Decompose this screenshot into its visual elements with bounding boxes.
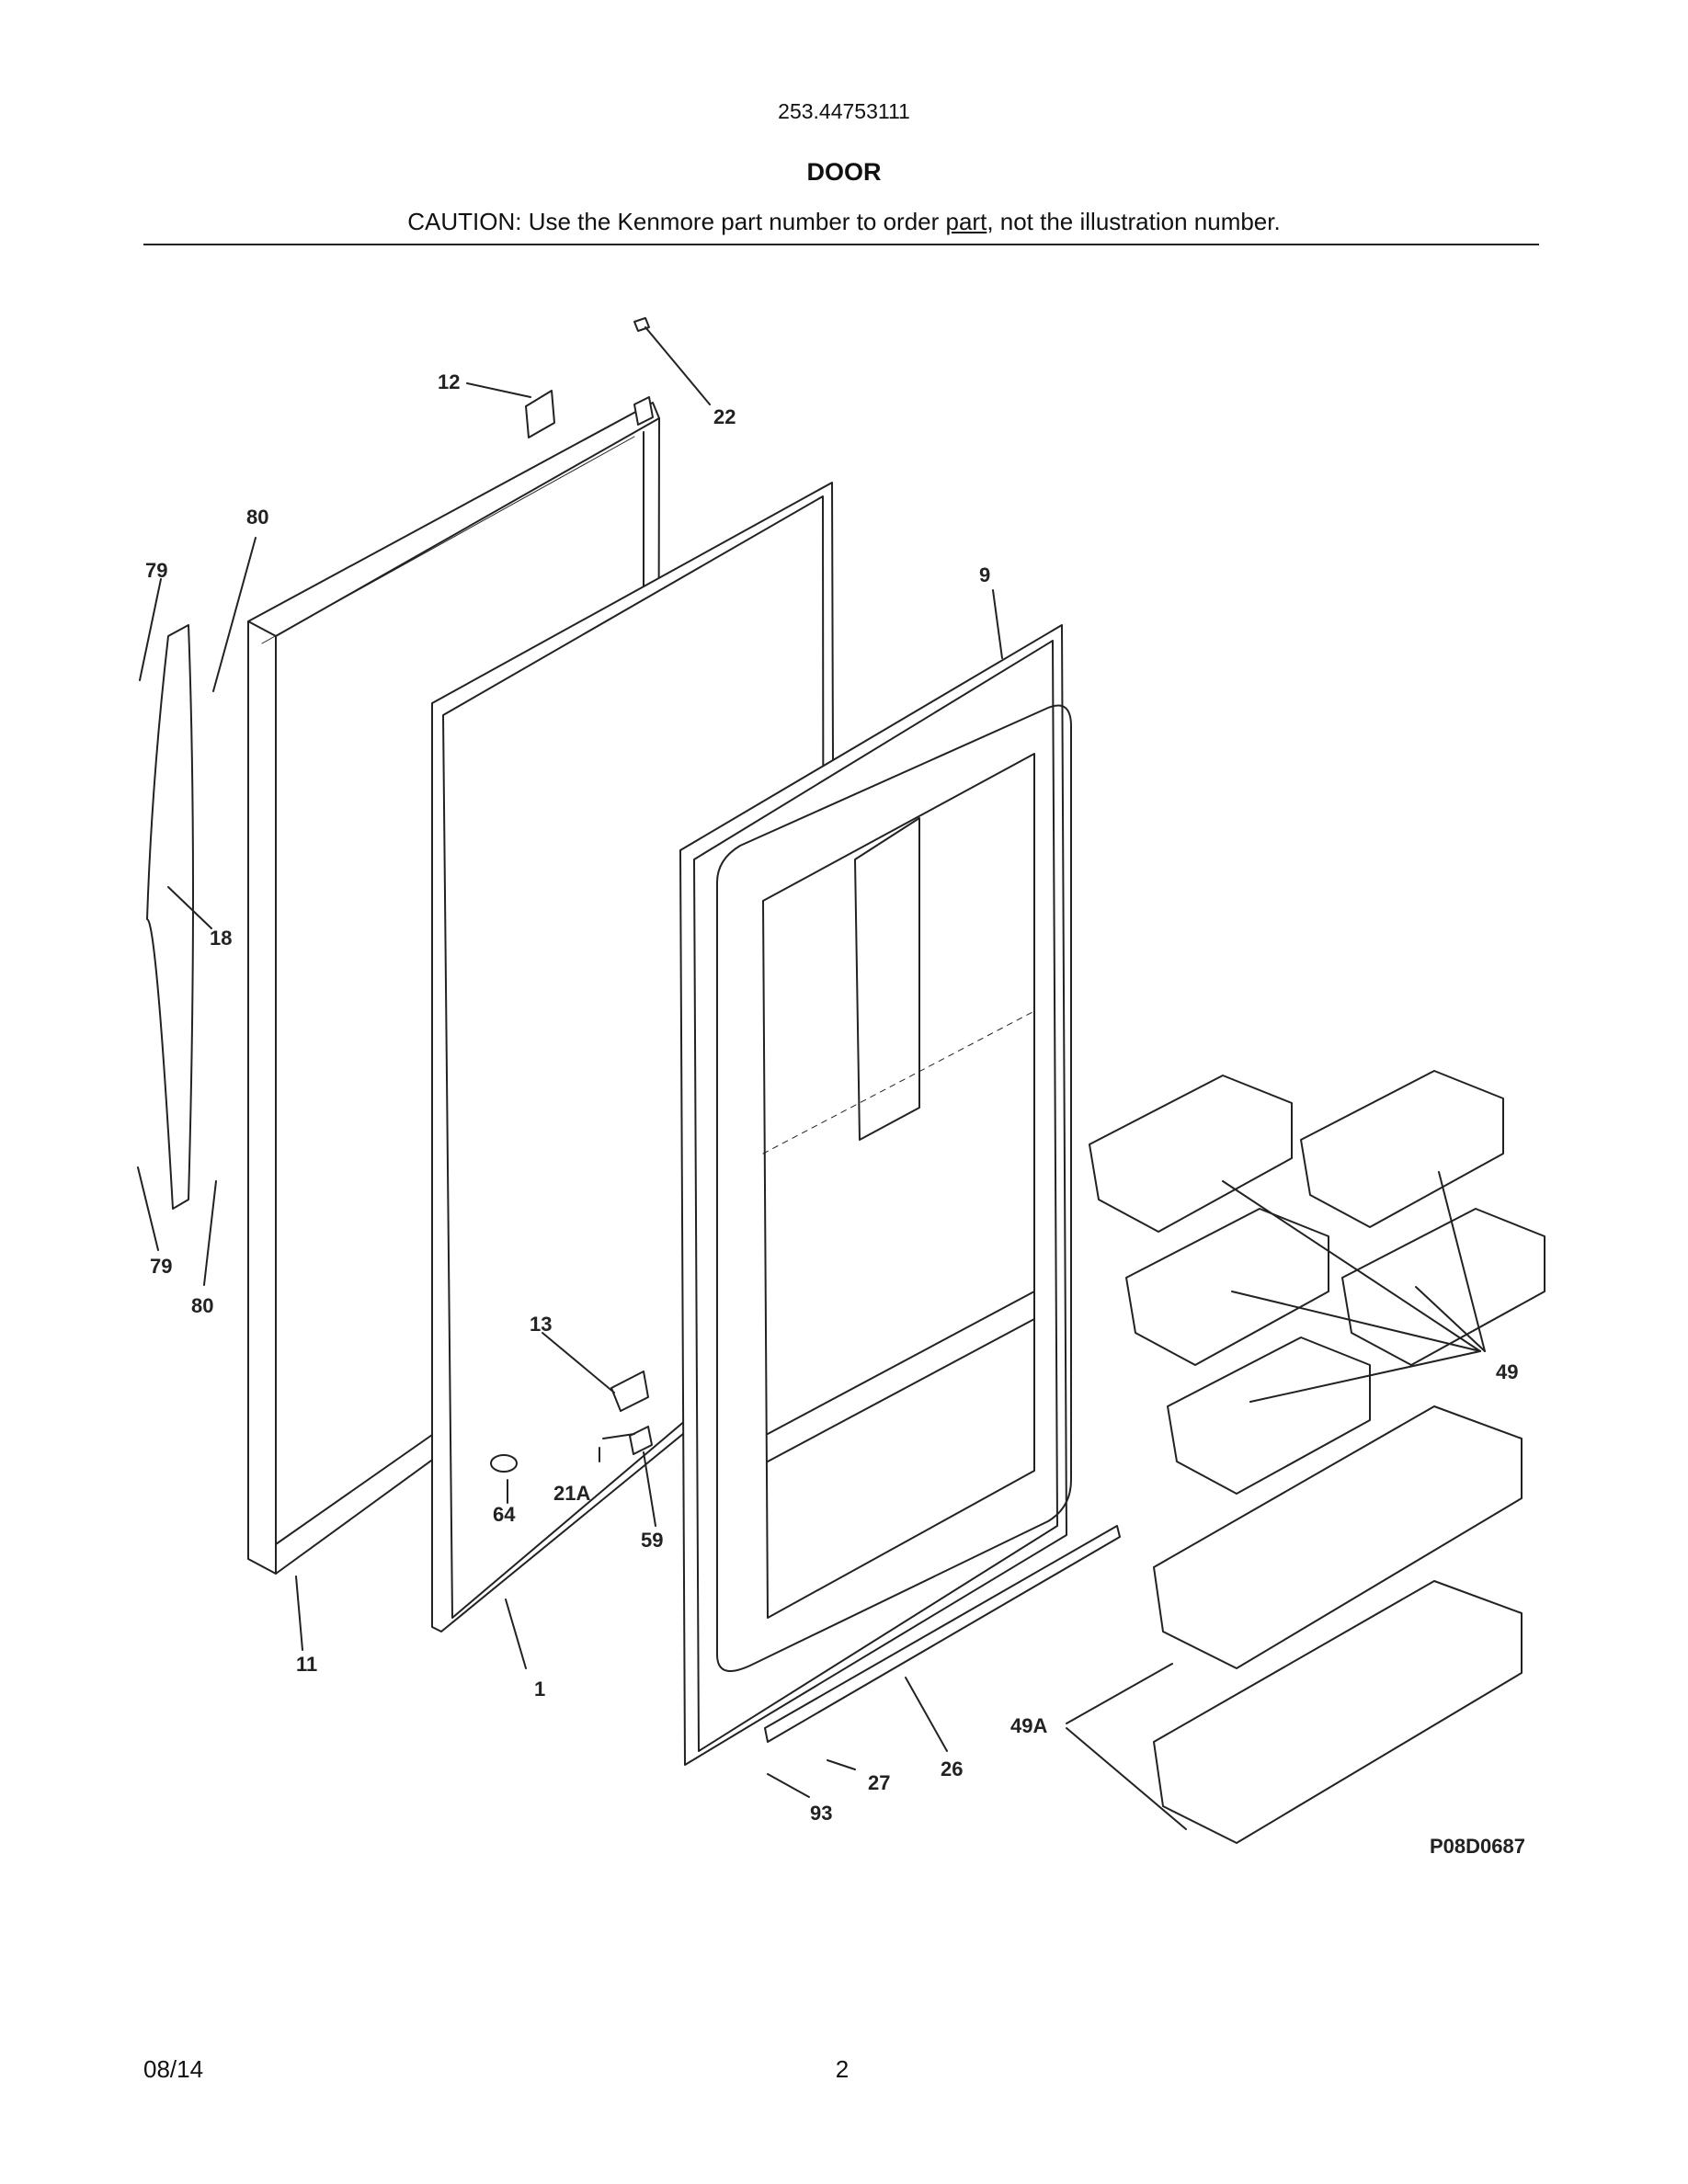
caution-note: CAUTION: Use the Kenmore part number to …	[0, 208, 1688, 236]
callout-80-top: 80	[246, 506, 268, 529]
part-13-bracket	[610, 1371, 649, 1412]
callout-9: 9	[979, 563, 990, 586]
door-bins-49a	[1153, 1405, 1523, 1844]
section-title: DOOR	[806, 158, 882, 186]
callout-49: 49	[1496, 1360, 1518, 1383]
callout-59: 59	[641, 1529, 663, 1552]
caution-suffix: , not the illustration number.	[987, 208, 1281, 235]
callout-22: 22	[713, 405, 736, 428]
exploded-parts-diagram: 12 22 80 79 9 18 79 80 13 49 21A 64 59 1…	[137, 317, 1545, 1858]
part-26-trim	[764, 1525, 1121, 1743]
callout-18: 18	[210, 927, 232, 950]
part-12-plate	[525, 390, 555, 438]
callout-93: 93	[810, 1802, 832, 1825]
door-liner	[679, 624, 1072, 1766]
diagram-code: P08D0687	[1430, 1835, 1525, 1858]
callout-11: 11	[296, 1653, 317, 1676]
footer-date: 08/14	[143, 2055, 204, 2083]
caution-link[interactable]: part	[945, 208, 987, 235]
callout-64: 64	[493, 1503, 516, 1526]
callout-79-top: 79	[145, 559, 167, 582]
callout-80-bottom: 80	[191, 1294, 213, 1317]
door-bins-49	[1089, 1070, 1545, 1495]
callout-26: 26	[941, 1757, 963, 1780]
callout-79-bottom: 79	[150, 1255, 172, 1278]
callout-labels: 12 22 80 79 9 18 79 80 13 49 21A 64 59 1…	[145, 370, 1525, 1858]
page-number: 2	[835, 2055, 850, 2083]
callout-13: 13	[530, 1313, 552, 1336]
door-handle	[146, 624, 194, 1210]
part-64-grommet	[490, 1454, 518, 1473]
header-divider	[143, 244, 1539, 245]
model-number: 253.44753111	[778, 99, 910, 123]
callout-1: 1	[534, 1678, 545, 1701]
callout-21a: 21A	[553, 1482, 590, 1505]
callout-49a: 49A	[1010, 1714, 1047, 1737]
callout-12: 12	[438, 370, 460, 393]
leader-lines	[137, 326, 1486, 1830]
part-59-cam	[629, 1426, 653, 1455]
caution-prefix: CAUTION: Use the Kenmore part number to …	[407, 208, 946, 235]
callout-27: 27	[868, 1771, 890, 1794]
